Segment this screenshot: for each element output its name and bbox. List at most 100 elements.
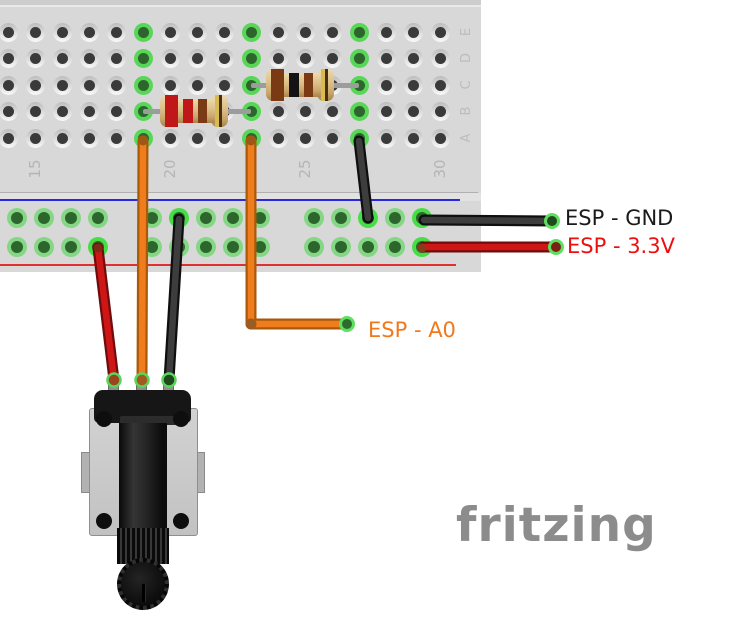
hole-contact (29, 26, 41, 38)
breadboard-hole[interactable] (295, 48, 315, 68)
breadboard-hole[interactable] (52, 128, 72, 148)
rail-hole[interactable] (223, 237, 243, 257)
breadboard-hole[interactable] (403, 128, 423, 148)
potentiometer[interactable] (80, 376, 212, 616)
wire-cap (417, 243, 427, 253)
wire-orange-a0[interactable] (245, 135, 353, 330)
rail-hole[interactable] (223, 208, 243, 228)
breadboard-hole[interactable] (52, 48, 72, 68)
breadboard-hole[interactable] (133, 48, 153, 68)
breadboard-hole[interactable] (133, 22, 153, 42)
breadboard-hole[interactable] (160, 22, 180, 42)
breadboard-hole[interactable] (52, 22, 72, 42)
breadboard-hole[interactable] (268, 22, 288, 42)
breadboard-hole[interactable] (79, 101, 99, 121)
breadboard-hole[interactable] (241, 22, 261, 42)
breadboard-hole[interactable] (187, 22, 207, 42)
breadboard-hole[interactable] (241, 101, 261, 121)
rail-hole[interactable] (331, 237, 351, 257)
breadboard-hole[interactable] (376, 101, 396, 121)
breadboard-hole[interactable] (295, 22, 315, 42)
rail-hole[interactable] (61, 208, 81, 228)
breadboard-hole[interactable] (187, 128, 207, 148)
breadboard-hole[interactable] (52, 75, 72, 95)
rail-hole[interactable] (88, 208, 108, 228)
rail-hole[interactable] (7, 237, 27, 257)
breadboard-hole[interactable] (430, 101, 450, 121)
breadboard-hole[interactable] (376, 22, 396, 42)
rail-hole[interactable] (7, 208, 27, 228)
breadboard-hole[interactable] (376, 128, 396, 148)
breadboard-hole[interactable] (322, 128, 342, 148)
breadboard-hole[interactable] (0, 75, 18, 95)
breadboard-hole[interactable] (25, 128, 45, 148)
rail-hole[interactable] (304, 208, 324, 228)
breadboard-hole[interactable] (160, 48, 180, 68)
breadboard-hole[interactable] (25, 101, 45, 121)
breadboard-hole[interactable] (79, 48, 99, 68)
breadboard-hole[interactable] (25, 75, 45, 95)
breadboard-hole[interactable] (322, 101, 342, 121)
breadboard-hole[interactable] (403, 48, 423, 68)
rail-hole[interactable] (61, 237, 81, 257)
breadboard-hole[interactable] (106, 22, 126, 42)
breadboard-hole[interactable] (430, 75, 450, 95)
rail-hole[interactable] (196, 237, 216, 257)
breadboard-hole[interactable] (430, 128, 450, 148)
rail-hole[interactable] (196, 208, 216, 228)
breadboard-hole[interactable] (214, 75, 234, 95)
breadboard-hole[interactable] (214, 22, 234, 42)
breadboard-hole[interactable] (349, 101, 369, 121)
rail-hole[interactable] (385, 208, 405, 228)
breadboard-hole[interactable] (430, 22, 450, 42)
breadboard-hole[interactable] (322, 22, 342, 42)
breadboard-hole[interactable] (187, 75, 207, 95)
breadboard-hole[interactable] (214, 128, 234, 148)
breadboard-hole[interactable] (25, 48, 45, 68)
breadboard-hole[interactable] (403, 22, 423, 42)
breadboard-hole[interactable] (214, 48, 234, 68)
breadboard-hole[interactable] (295, 128, 315, 148)
hole-contact (38, 241, 50, 253)
rail-hole[interactable] (34, 208, 54, 228)
rail-hole[interactable] (34, 237, 54, 257)
breadboard-hole[interactable] (376, 75, 396, 95)
breadboard-hole[interactable] (268, 128, 288, 148)
breadboard-hole[interactable] (430, 48, 450, 68)
breadboard-hole[interactable] (349, 48, 369, 68)
breadboard-hole[interactable] (160, 128, 180, 148)
breadboard-hole[interactable] (0, 101, 18, 121)
breadboard-hole[interactable] (268, 48, 288, 68)
label-esp-gnd: ESP - GND (565, 206, 674, 230)
breadboard-hole[interactable] (79, 128, 99, 148)
hole-contact (110, 26, 122, 38)
breadboard-hole[interactable] (187, 48, 207, 68)
breadboard-hole[interactable] (106, 48, 126, 68)
breadboard-hole[interactable] (0, 48, 18, 68)
breadboard-hole[interactable] (376, 48, 396, 68)
breadboard-hole[interactable] (52, 101, 72, 121)
breadboard-hole[interactable] (268, 101, 288, 121)
breadboard-hole[interactable] (133, 75, 153, 95)
breadboard-hole[interactable] (79, 22, 99, 42)
breadboard-hole[interactable] (106, 101, 126, 121)
hole-contact (191, 79, 203, 91)
breadboard-hole[interactable] (106, 75, 126, 95)
breadboard-hole[interactable] (160, 75, 180, 95)
breadboard-hole[interactable] (349, 22, 369, 42)
breadboard-hole[interactable] (79, 75, 99, 95)
breadboard-hole[interactable] (349, 75, 369, 95)
rail-hole[interactable] (358, 237, 378, 257)
rail-hole[interactable] (304, 237, 324, 257)
rail-hole[interactable] (385, 237, 405, 257)
breadboard-hole[interactable] (0, 128, 18, 148)
breadboard-hole[interactable] (241, 48, 261, 68)
breadboard-hole[interactable] (403, 101, 423, 121)
rail-hole[interactable] (331, 208, 351, 228)
breadboard-hole[interactable] (106, 128, 126, 148)
breadboard-hole[interactable] (25, 22, 45, 42)
breadboard-hole[interactable] (295, 101, 315, 121)
breadboard-hole[interactable] (403, 75, 423, 95)
breadboard-hole[interactable] (0, 22, 18, 42)
breadboard-hole[interactable] (322, 48, 342, 68)
